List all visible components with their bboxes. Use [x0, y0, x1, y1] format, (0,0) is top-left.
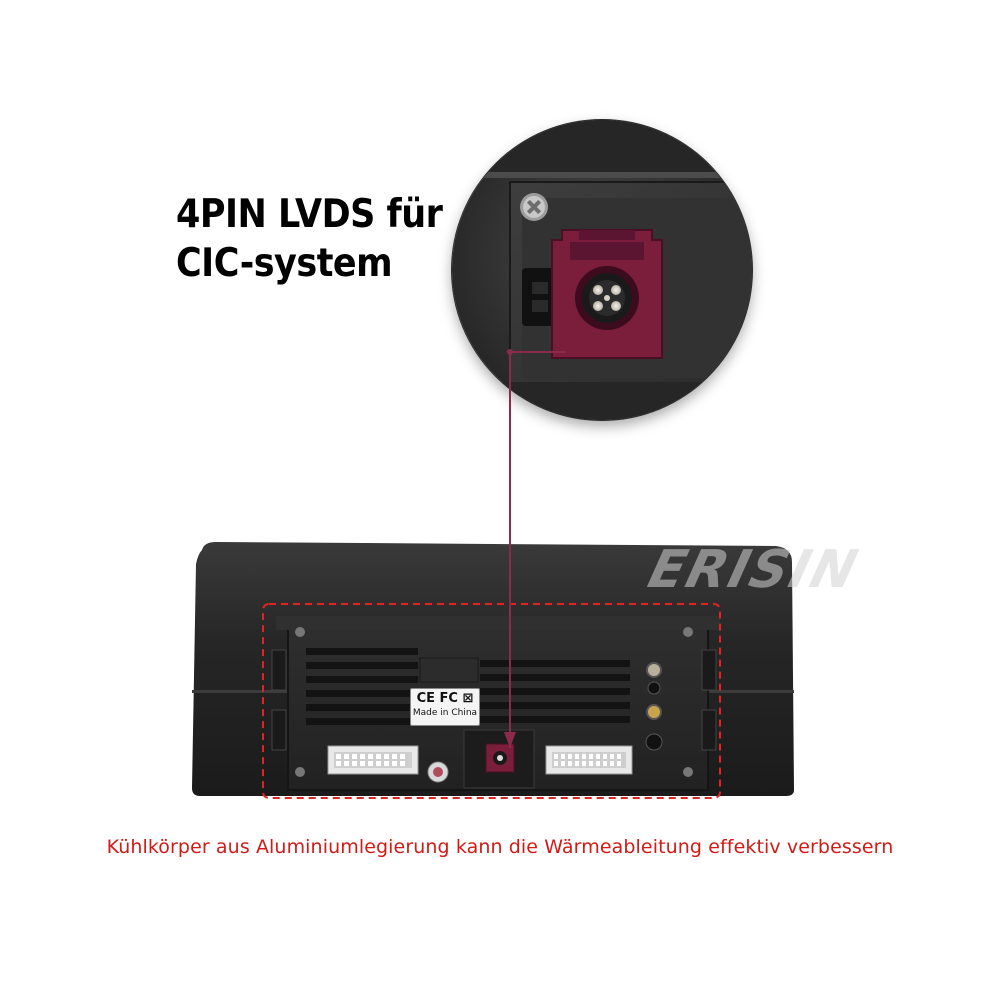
screw-icon [520, 193, 548, 221]
connector-closeup-illustration [452, 120, 752, 420]
headline-line-2: CIC-system [176, 241, 393, 287]
headline-line-1: 4PIN LVDS für [176, 192, 443, 238]
brand-watermark: ERISIN [642, 540, 865, 600]
white-harness-connector-right [545, 745, 633, 775]
made-in-label: Made in China [412, 708, 478, 718]
lvds-connector-on-unit [485, 743, 515, 773]
headline: 4PIN LVDS für CIC-system [176, 190, 466, 289]
certification-marks: CE FC ⊠ [416, 691, 474, 706]
caption: Kühlkörper aus Aluminiumlegierung kann d… [106, 836, 894, 858]
connector-zoom-circle [452, 120, 752, 420]
lvds-connector [551, 229, 663, 359]
certification-label: CE FC ⊠ Made in China [410, 688, 480, 726]
white-harness-connector-left [327, 745, 419, 775]
